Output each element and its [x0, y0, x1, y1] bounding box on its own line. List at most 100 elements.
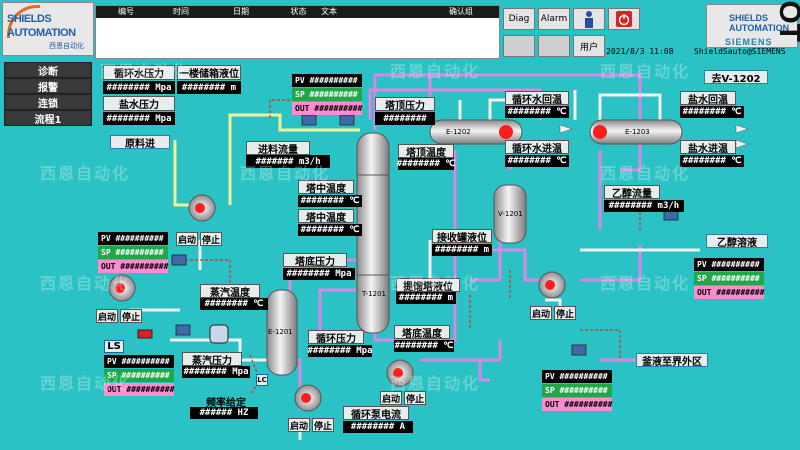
label-eth-flow: 乙醇流量 [604, 185, 660, 200]
stop-button-feed[interactable]: 停止 [200, 232, 222, 246]
stop-button-circ[interactable]: 停止 [312, 418, 334, 432]
tag-e1203: E-1203 [625, 128, 650, 136]
col-date: 日期 [233, 7, 249, 16]
value-mid-temp1: ######## ℃ [298, 195, 362, 207]
alarm-list[interactable]: 编号 时间 日期 状态 文本 确认组 [95, 5, 500, 59]
power-button[interactable] [608, 8, 640, 30]
user-icon-button[interactable] [573, 8, 605, 30]
nav-interlock[interactable]: 连锁 [4, 94, 92, 110]
watermark: 西恩自动化 [390, 374, 481, 393]
condenser-e1202 [429, 119, 523, 145]
watermark: 西恩自动化 [390, 62, 481, 81]
value-steam-temp: ######## ℃ [200, 298, 268, 310]
alarm-list-header: 编号 时间 日期 状态 文本 确认组 [96, 6, 499, 18]
col-id: 编号 [118, 7, 134, 16]
pump-left [108, 274, 136, 302]
lc-label: LC [256, 374, 268, 386]
value-brine-ret: ######## ℃ [680, 106, 744, 118]
pid-level[interactable]: PV ########## SP ########## OUT ########… [104, 355, 174, 397]
pump-circ [294, 384, 322, 412]
nav-alarm[interactable]: 报警 [4, 78, 92, 94]
condenser-e1203 [589, 119, 683, 145]
tag-e1201: E-1201 [268, 328, 293, 336]
user-button[interactable]: 用户 [573, 35, 605, 57]
watermark: 西恩自动化 [600, 164, 691, 183]
label-reflux-level: 提馏塔液位 [396, 278, 460, 293]
label-mid-temp2: 塔中温度 [298, 209, 354, 224]
value-feed-flow: ####### m3/h [246, 155, 330, 168]
label-freq-set: 频率给定 [206, 397, 246, 409]
label-circ-in: 循环水进温 [505, 140, 569, 155]
value-tank1: ######## m [177, 81, 241, 94]
label-feed-flow: 进料流量 [246, 141, 310, 156]
stop-button-bottom[interactable]: 停止 [404, 391, 426, 405]
blank-button-2[interactable] [538, 35, 570, 57]
person-icon [585, 11, 593, 28]
label-circ-press: 循环水压力 [103, 65, 175, 80]
label-mid-temp1: 塔中温度 [298, 180, 354, 195]
nav-process-1[interactable]: 流程1 [4, 110, 92, 126]
reboiler-e1201 [266, 289, 298, 376]
pid-feed[interactable]: PV ########## SP ########## OUT ########… [292, 74, 362, 116]
diag-button[interactable]: Diag [503, 8, 535, 30]
start-button-circ[interactable]: 启动 [288, 418, 310, 432]
value-pump-current: ######## A [343, 421, 413, 433]
value-steam-press: ######## Mpa [182, 366, 250, 378]
label-circ-press2: 循环压力 [308, 330, 364, 345]
value-circ-press2: ######## Mpa [307, 345, 373, 357]
label-brine-ret: 盐水回温 [680, 91, 736, 106]
label-eth-sol: 乙醇溶液 [706, 234, 768, 249]
copyright: ShieldSauto@SIEMENS [694, 47, 786, 56]
value-brine-in: ######## ℃ [680, 155, 744, 167]
watermark: 西恩自动化 [240, 164, 331, 183]
control-valves [171, 114, 679, 356]
value-circ-press: ######## Mpa [103, 81, 175, 94]
label-recv-level: 接收罐液位 [432, 229, 492, 244]
label-to-v1202: 去V-1202 [704, 70, 768, 85]
start-button-bottom[interactable]: 启动 [380, 391, 402, 405]
label-bot-temp: 塔底温度 [394, 325, 450, 340]
value-freq[interactable]: ###### HZ [190, 407, 258, 419]
ls-valve [137, 329, 153, 339]
watermark: 西恩自动化 [40, 274, 131, 293]
power-icon [616, 11, 632, 27]
watermark: 西恩自动化 [40, 164, 131, 183]
flow-meter [209, 324, 229, 344]
nav-diagnosis[interactable]: 诊断 [4, 62, 92, 78]
value-recv-level: ######## m [432, 244, 492, 256]
label-circ-ret: 循环水回温 [505, 91, 569, 106]
value-top-press: ######## [375, 112, 435, 125]
start-button-feed[interactable]: 启动 [176, 232, 198, 246]
label-waste-out: 釜液至界外区 [636, 353, 708, 368]
stop-button-recv[interactable]: 停止 [554, 306, 576, 320]
start-button-left[interactable]: 启动 [96, 309, 118, 323]
label-brine-in: 盐水进温 [680, 140, 736, 155]
col-status: 状态 [290, 7, 307, 16]
watermark: 西恩自动化 [390, 274, 481, 293]
pump-recv [538, 271, 566, 299]
value-brine-press: ######## Mpa [103, 112, 175, 125]
tag-v1201: V-1201 [498, 210, 523, 218]
watermark: 西恩自动化 [40, 374, 131, 393]
pid-eth[interactable]: PV ########## SP ########## OUT ########… [694, 258, 764, 300]
label-steam-temp: 蒸汽温度 [200, 284, 260, 299]
value-eth-flow: ######## m3/h [604, 200, 684, 212]
pump-feed [188, 194, 216, 222]
label-top-temp: 塔顶温度 [398, 144, 454, 159]
pid-steam[interactable]: PV ########## SP ########## OUT ########… [98, 232, 168, 274]
blank-button-1[interactable] [503, 35, 535, 57]
value-mid-temp2: ######## ℃ [298, 224, 362, 236]
pid-waste[interactable]: PV ########## SP ########## OUT ########… [542, 370, 612, 412]
stop-button-left[interactable]: 停止 [120, 309, 142, 323]
value-bot-press: ######## Mpa [283, 268, 355, 280]
start-button-recv[interactable]: 启动 [530, 306, 552, 320]
alarm-button[interactable]: Alarm [538, 8, 570, 30]
label-brine-press: 盐水压力 [103, 96, 175, 111]
value-circ-in: ######## ℃ [505, 155, 569, 167]
label-bot-press: 塔底压力 [283, 253, 347, 268]
label-pump-current: 循环泵电流 [343, 406, 409, 421]
col-time: 时间 [173, 7, 189, 16]
label-steam-press: 蒸汽压力 [182, 352, 242, 367]
receiver-tank-v1201 [493, 184, 527, 244]
